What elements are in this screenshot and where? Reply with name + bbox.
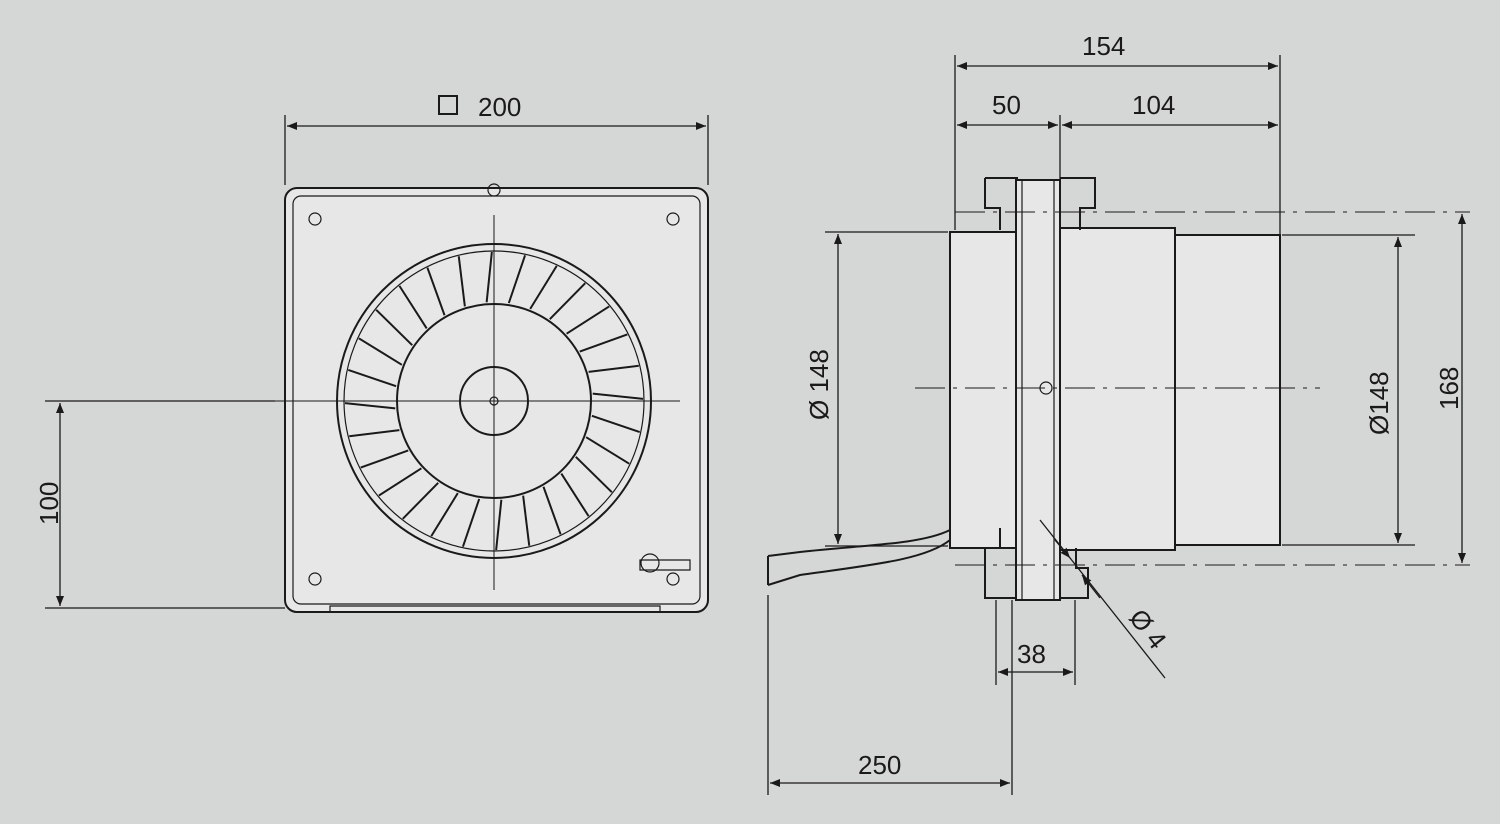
- dim-width-label: 200: [478, 92, 521, 122]
- screw-hole-tr: [666, 212, 680, 226]
- screw-hole-bl: [308, 572, 322, 586]
- dim-cable-length-label: 250: [858, 750, 901, 780]
- dim-mount-height-label: 168: [1434, 367, 1464, 410]
- power-cable: [767, 529, 951, 586]
- motor-body: [1059, 227, 1176, 551]
- top-notch: [487, 183, 501, 197]
- bottom-vent: [329, 605, 661, 612]
- grille-slat: [430, 492, 459, 537]
- inlet-section: [949, 231, 1017, 549]
- grille-slat: [461, 498, 481, 548]
- grille-slat: [344, 402, 396, 410]
- dim-height-to-center-label: 100: [34, 482, 64, 525]
- grille-slat: [485, 251, 493, 303]
- square-symbol-icon: [438, 95, 458, 115]
- grille-slat: [579, 333, 628, 353]
- grille-slat: [529, 265, 558, 310]
- grille-slat: [549, 282, 586, 320]
- grille-slat: [426, 267, 446, 316]
- grille-slat: [402, 482, 439, 520]
- grille-slat: [360, 449, 409, 469]
- hole-arrow: [1054, 539, 1071, 559]
- grille-slat: [542, 486, 562, 535]
- screw-hole-tl: [308, 212, 322, 226]
- fan-grille-slats: [344, 251, 644, 551]
- grille-slat: [566, 305, 610, 335]
- dim-front-part-label: 50: [992, 90, 1021, 120]
- flange-inner: [1021, 179, 1055, 601]
- grille-slat: [588, 364, 639, 373]
- switch-knob: [640, 553, 660, 573]
- grille-slat: [591, 414, 641, 434]
- dim-overall-depth-label: 154: [1082, 31, 1125, 61]
- grille-slat: [592, 392, 644, 400]
- grille-slat: [560, 473, 590, 517]
- front-panel: [284, 187, 709, 613]
- screw-hole-br: [666, 572, 680, 586]
- outlet-duct: [1174, 234, 1281, 546]
- grille-slat: [575, 456, 613, 493]
- mounting-tabs: [984, 177, 1096, 599]
- grille-slat: [375, 309, 413, 346]
- side-view: 154 50 104 Ø 148 Ø148 168 38 250 Ø 4: [767, 31, 1470, 795]
- dim-hole-diameter-label: Ø 4: [1123, 603, 1172, 655]
- grille-slat: [457, 256, 466, 307]
- dim-inlet-diameter-label: Ø 148: [804, 349, 834, 420]
- dim-rear-part-label: 104: [1132, 90, 1175, 120]
- switch-slot: [639, 559, 691, 571]
- grille-slat: [522, 495, 531, 546]
- grille-slat: [507, 254, 527, 304]
- grille-slat: [585, 436, 630, 465]
- grille-slat: [495, 499, 503, 551]
- grille-slat: [398, 285, 428, 329]
- dim-flange-thickness-label: 38: [1017, 639, 1046, 669]
- dim-outlet-diameter-label: Ø148: [1364, 371, 1394, 435]
- grille-slat: [378, 467, 422, 497]
- grille-slat: [347, 368, 397, 388]
- front-view: 200 100: [34, 92, 709, 613]
- hole-arrow: [1081, 574, 1101, 599]
- grille-slat: [349, 429, 400, 438]
- grille-slat: [358, 337, 403, 366]
